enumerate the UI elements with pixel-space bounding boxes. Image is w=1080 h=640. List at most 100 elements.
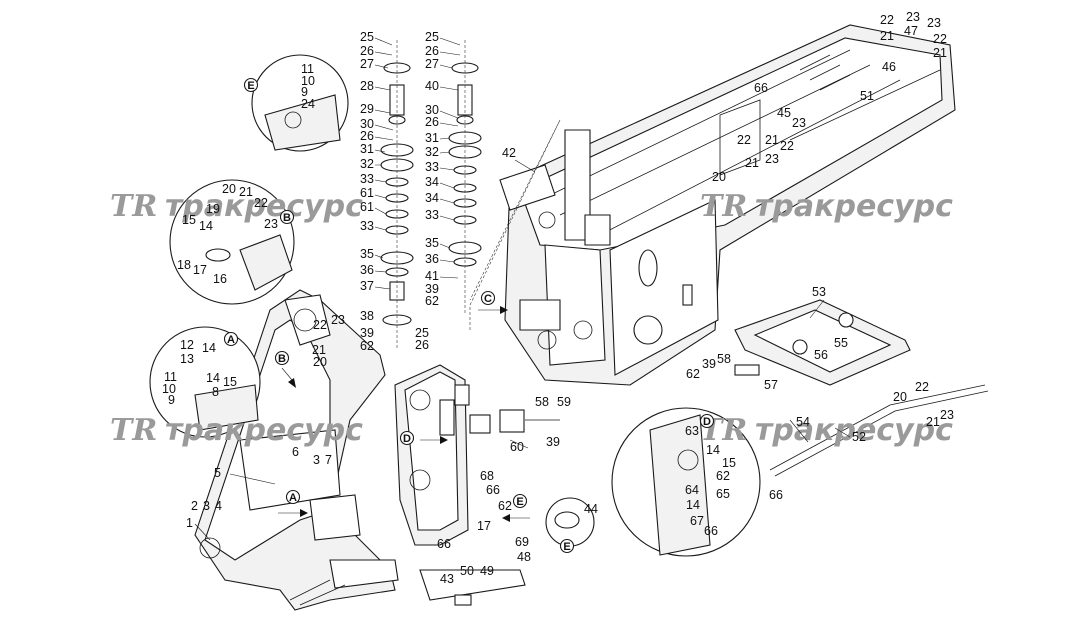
- callout-C-frame: C: [480, 290, 496, 306]
- detail-circle-C: [251, 54, 349, 152]
- part-label: 68: [480, 469, 494, 483]
- part-label: 23: [940, 408, 954, 422]
- part-label: 21: [880, 29, 894, 43]
- part-label: 56: [814, 348, 828, 362]
- watermark-1: TR тракресурс: [110, 189, 363, 224]
- part-label: 61: [360, 186, 374, 200]
- part-label: 12: [180, 338, 194, 352]
- part-label: 20: [712, 170, 726, 184]
- callout-E-plate: E: [512, 493, 528, 509]
- oscillation-cradle: [734, 299, 911, 386]
- part-label: 21: [933, 46, 947, 60]
- part-label: 26: [415, 338, 429, 352]
- watermark-text: тракресурс: [165, 189, 363, 224]
- part-label: 63: [685, 424, 699, 438]
- part-label: 66: [486, 483, 500, 497]
- leader-lines: [194, 37, 851, 541]
- part-label: 23: [264, 217, 278, 231]
- part-label: 29: [360, 102, 374, 116]
- part-label: 23: [331, 313, 345, 327]
- callout-letter: A: [227, 334, 235, 346]
- callout-A-frame: A: [285, 489, 301, 505]
- callout-B-frame: B: [274, 350, 290, 366]
- part-label: 22: [933, 32, 947, 46]
- callout-letter: B: [283, 212, 291, 224]
- part-label: 39: [546, 435, 560, 449]
- part-label: 14: [686, 498, 700, 512]
- detail-circle-D: [611, 407, 761, 557]
- part-label: 45: [777, 106, 791, 120]
- part-label: 21: [312, 343, 326, 357]
- part-label: 66: [704, 524, 718, 538]
- center-plate: [394, 364, 526, 606]
- part-label: 21: [765, 133, 779, 147]
- part-label: 23: [927, 16, 941, 30]
- part-label: 31: [425, 131, 439, 145]
- callout-letter: C: [484, 293, 492, 305]
- part-label: 8: [212, 385, 219, 399]
- part-label: 64: [685, 483, 699, 497]
- part-label: 34: [425, 191, 439, 205]
- detail-letters: E C B B A A D D E E: [223, 77, 715, 554]
- part-label: 33: [360, 172, 374, 186]
- detail-circle-A: [149, 326, 261, 438]
- part-label: 66: [769, 488, 783, 502]
- rear-frame: [469, 24, 956, 386]
- part-label: 28: [360, 79, 374, 93]
- part-label: 20: [893, 390, 907, 404]
- part-label: 47: [904, 24, 918, 38]
- part-label: 36: [425, 252, 439, 266]
- kingpin-stack-left: [380, 40, 414, 350]
- part-label: 30: [360, 117, 374, 131]
- part-label: 22: [737, 133, 751, 147]
- part-label: 17: [477, 519, 491, 533]
- part-label: 20: [313, 355, 327, 369]
- part-label: 42: [502, 146, 516, 160]
- detail-circle-B: [169, 179, 295, 305]
- part-label: 58: [717, 352, 731, 366]
- part-number-labels: 11 10 9 24 20 21 19 22 23 15 14 18 17 16…: [162, 10, 954, 586]
- watermark-2: TR тракресурс: [700, 189, 953, 224]
- part-label: 14: [202, 341, 216, 355]
- part-label: 62: [498, 499, 512, 513]
- part-label: 62: [716, 469, 730, 483]
- part-label: 1: [186, 516, 193, 530]
- part-label: 15: [722, 456, 736, 470]
- part-label: 17: [193, 263, 207, 277]
- part-label: 50: [460, 564, 474, 578]
- callout-E-circle: E: [559, 538, 575, 554]
- part-label: 61: [360, 200, 374, 214]
- part-label: 3: [203, 499, 210, 513]
- part-label: 4: [215, 499, 222, 513]
- part-label: 9: [168, 393, 175, 407]
- part-label: 9: [301, 85, 308, 99]
- callout-B-circle: B: [279, 209, 295, 225]
- part-label: 43: [440, 572, 454, 586]
- pin-58-60: [469, 409, 560, 434]
- part-label: 7: [325, 453, 332, 467]
- part-label: 26: [425, 44, 439, 58]
- part-label: 52: [852, 430, 866, 444]
- control-rod: [769, 384, 989, 477]
- part-label: 23: [906, 10, 920, 24]
- callout-letter: E: [563, 541, 570, 553]
- part-label: 25: [360, 30, 374, 44]
- callout-letter: B: [278, 353, 286, 365]
- watermark-logo: TR: [700, 189, 747, 224]
- part-label: 11: [301, 62, 314, 76]
- part-label: 27: [360, 57, 374, 71]
- part-label: 13: [180, 352, 194, 366]
- part-label: 11: [164, 370, 177, 384]
- part-label: 65: [716, 487, 730, 501]
- part-label: 25: [425, 30, 439, 44]
- callout-letter: E: [247, 80, 254, 92]
- part-label: 14: [206, 371, 220, 385]
- part-label: 25: [415, 326, 429, 340]
- watermark-text: тракресурс: [755, 413, 953, 448]
- part-label: 5: [214, 466, 221, 480]
- part-label: 39: [360, 326, 374, 340]
- part-label: 6: [292, 445, 299, 459]
- part-label: 34: [425, 175, 439, 189]
